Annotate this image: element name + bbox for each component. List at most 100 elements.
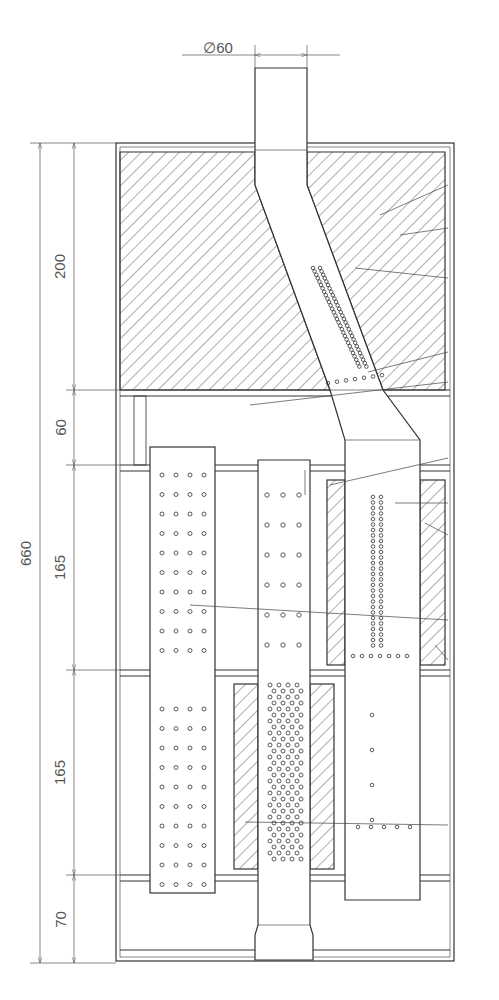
perforation-hole (281, 797, 285, 801)
perforation-hole (272, 773, 276, 777)
perforation-hole (188, 785, 192, 789)
perforation-hole (188, 727, 192, 731)
perforation-hole (379, 644, 383, 648)
perforation-hole (160, 883, 164, 887)
perforation-hole (202, 473, 206, 477)
perforation-hole (295, 755, 299, 759)
perforation-hole (371, 578, 375, 582)
perforation-hole (358, 365, 362, 369)
perforation-hole (382, 825, 386, 829)
perforation-hole (290, 797, 294, 801)
perforation-hole (295, 767, 299, 771)
perforation-hole (272, 785, 276, 789)
perforation-hole (299, 761, 303, 765)
perforation-hole (379, 594, 383, 598)
perforation-hole (268, 815, 272, 819)
perforation-hole (281, 713, 285, 717)
perforation-hole (202, 785, 206, 789)
perforation-hole (188, 766, 192, 770)
perforation-hole (281, 821, 285, 825)
perforation-hole (202, 707, 206, 711)
perforation-hole (174, 571, 178, 575)
perforation-hole (202, 571, 206, 575)
perforation-hole (371, 589, 375, 593)
perforation-hole (344, 379, 348, 383)
perforation-hole (160, 746, 164, 750)
perforation-hole (290, 821, 294, 825)
perforation-hole (371, 506, 375, 510)
perforation-hole (174, 649, 178, 653)
perforation-hole (379, 539, 383, 543)
perforation-hole (379, 550, 383, 554)
perforation-hole (277, 851, 281, 855)
perforation-hole (188, 844, 192, 848)
perforation-hole (202, 863, 206, 867)
perforation-hole (405, 654, 409, 658)
perforation-hole (188, 629, 192, 633)
perforation-hole (371, 600, 375, 604)
perforation-hole (286, 851, 290, 855)
perforation-hole (188, 590, 192, 594)
perforation-hole (362, 376, 366, 380)
perforation-hole (281, 761, 285, 765)
perforation-hole (290, 713, 294, 717)
perforation-hole (277, 839, 281, 843)
perforation-hole (369, 825, 373, 829)
perforation-hole (281, 583, 285, 587)
perforation-hole (370, 818, 374, 822)
perforation-hole (265, 493, 269, 497)
perforation-hole (379, 600, 383, 604)
perforation-hole (268, 755, 272, 759)
perforation-hole (160, 766, 164, 770)
perforation-hole (379, 605, 383, 609)
perforation-hole (299, 797, 303, 801)
perforation-hole (268, 791, 272, 795)
length-dimension: 165 (53, 759, 68, 784)
perforation-hole (290, 689, 294, 693)
perforation-hole (371, 550, 375, 554)
perforation-hole (188, 863, 192, 867)
perforation-hole (371, 638, 375, 642)
perforation-hole (286, 707, 290, 711)
perforation-hole (286, 743, 290, 747)
perforation-hole (371, 583, 375, 587)
perforation-hole (299, 857, 303, 861)
perforation-hole (174, 766, 178, 770)
perforation-hole (272, 845, 276, 849)
perforation-hole (379, 512, 383, 516)
perforation-hole (174, 590, 178, 594)
perforation-hole (268, 731, 272, 735)
perforation-hole (188, 707, 192, 711)
perforation-hole (160, 512, 164, 516)
perforation-hole (371, 594, 375, 598)
perforation-hole (272, 725, 276, 729)
dimension-lines (30, 45, 340, 963)
perforation-hole (299, 737, 303, 741)
perforation-hole (268, 695, 272, 699)
perforation-hole (371, 561, 375, 565)
perforation-hole (160, 824, 164, 828)
perforation-hole (160, 727, 164, 731)
perforation-hole (365, 365, 369, 369)
perforation-hole (277, 755, 281, 759)
perforation-hole (356, 825, 360, 829)
perforation-hole (379, 545, 383, 549)
perforation-hole (290, 845, 294, 849)
perforation-hole (265, 553, 269, 557)
perforation-hole (371, 622, 375, 626)
perforation-hole (202, 727, 206, 731)
perforation-hole (160, 805, 164, 809)
perforation-hole (351, 654, 355, 658)
perforation-hole (268, 719, 272, 723)
perforation-hole (297, 493, 301, 497)
perforation-hole (371, 572, 375, 576)
perforation-hole (297, 583, 301, 587)
perforation-hole (295, 803, 299, 807)
perforation-hole (371, 545, 375, 549)
perforation-hole (379, 561, 383, 565)
perforation-hole (295, 839, 299, 843)
perforation-hole (295, 743, 299, 747)
perforation-hole (290, 725, 294, 729)
perforation-hole (174, 824, 178, 828)
